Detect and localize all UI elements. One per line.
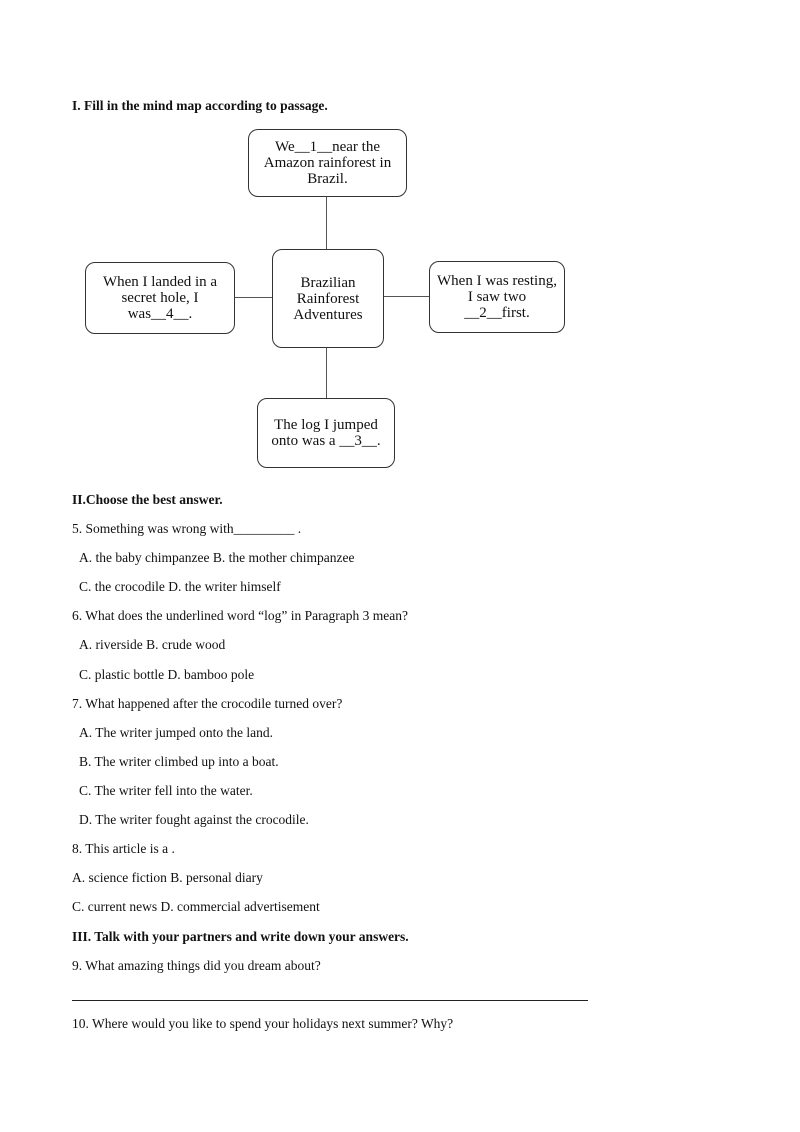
question-9: 9. What amazing things did you dream abo…: [72, 958, 321, 973]
section-1-title: I. Fill in the mind map according to pas…: [72, 98, 328, 113]
question-7-option-a: A. The writer jumped onto the land.: [79, 725, 273, 740]
question-5-options-cd: C. the crocodile D. the writer himself: [79, 579, 281, 594]
question-8-options-cd: C. current news D. commercial advertisem…: [72, 899, 320, 914]
question-7-option-d: D. The writer fought against the crocodi…: [79, 812, 309, 827]
question-6: 6. What does the underlined word “log” i…: [72, 608, 409, 623]
connector-top: [326, 196, 328, 250]
question-6-options-cd: C. plastic bottle D. bamboo pole: [79, 667, 255, 682]
connector-bottom: [326, 347, 328, 399]
question-7: 7. What happened after the crocodile tur…: [72, 696, 343, 711]
center-box-text: Brazilian Rainforest Adventures: [293, 274, 363, 323]
right-box-text: When I was resting, I saw two __2__first…: [437, 273, 557, 321]
connector-left: [234, 297, 273, 299]
question-8-options-ab: A. science fiction B. personal diary: [72, 870, 263, 885]
bottom-box-text: The log I jumped onto was a __3__.: [271, 417, 381, 449]
mind-map-center-box: Brazilian Rainforest Adventures: [272, 249, 384, 348]
top-box-text: We__1__near the Amazon rainforest in Bra…: [263, 139, 392, 187]
mind-map-left-box: When I landed in a secret hole, I was__4…: [85, 262, 235, 334]
section-2-title: II.Choose the best answer.: [72, 492, 223, 507]
question-5: 5. Something was wrong with_________ .: [72, 521, 302, 536]
question-5-options-ab: A. the baby chimpanzee B. the mother chi…: [79, 550, 355, 565]
question-6-options-ab: A. riverside B. crude wood: [79, 637, 226, 652]
connector-right: [383, 296, 430, 298]
left-box-text: When I landed in a secret hole, I was__4…: [102, 274, 218, 322]
section-3-title: III. Talk with your partners and write d…: [72, 929, 409, 944]
question-10: 10. Where would you like to spend your h…: [72, 1016, 454, 1031]
question-7-option-b: B. The writer climbed up into a boat.: [79, 754, 279, 769]
answer-line-9[interactable]: [72, 1000, 588, 1001]
mind-map-right-box: When I was resting, I saw two __2__first…: [429, 261, 565, 333]
mind-map-bottom-box: The log I jumped onto was a __3__.: [257, 398, 395, 468]
question-8: 8. This article is a .: [72, 841, 175, 856]
mind-map-top-box: We__1__near the Amazon rainforest in Bra…: [248, 129, 407, 197]
question-7-option-c: C. The writer fell into the water.: [79, 783, 253, 798]
